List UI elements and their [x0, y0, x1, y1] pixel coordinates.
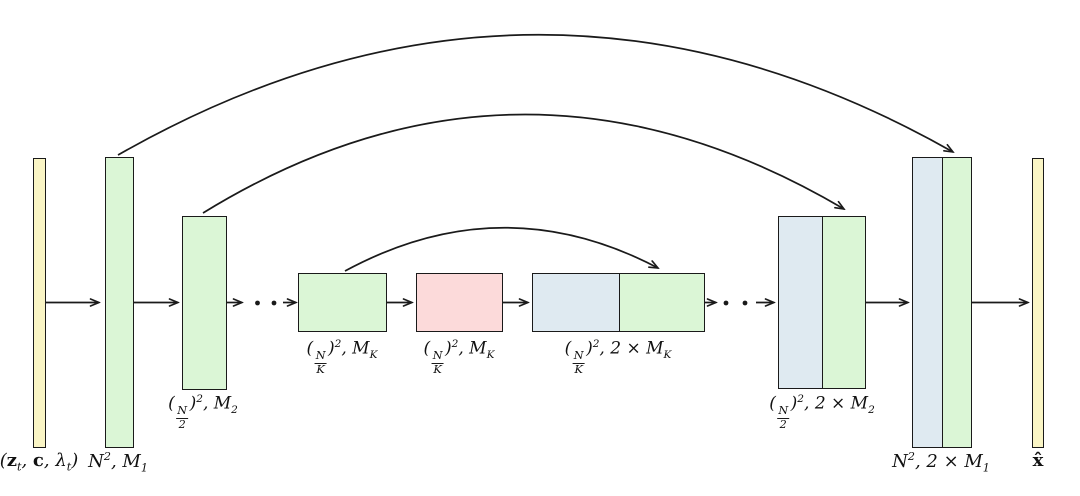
encoder-block-2 — [182, 216, 227, 390]
encoder-block-1-label: N2, M1 — [88, 450, 148, 475]
encoder-block-1 — [105, 157, 134, 448]
output-tensor-bar — [1032, 158, 1044, 448]
output-label: x̂ — [1032, 450, 1044, 471]
input-label: (zt, c, λt) — [0, 450, 79, 474]
decoder-block-1-label: N2, 2 × M1 — [892, 450, 990, 475]
skip-connection-enc1-dec1 — [117, 33, 953, 156]
decoder-block-k — [532, 273, 705, 332]
skip-connection-enc2-dec2 — [202, 113, 844, 214]
bottleneck-block — [416, 273, 503, 332]
input-tensor-bar — [33, 158, 46, 448]
decoder-block-k-feature-half — [618, 274, 704, 331]
decoder-block-1-feature-half — [942, 158, 971, 447]
decoder-block-2-feature-half — [822, 217, 865, 388]
decoder-block-2 — [778, 216, 866, 389]
decoder-block-k-skip-half — [533, 274, 619, 331]
ellipsis-right-icon — [723, 300, 748, 306]
decoder-block-2-skip-half — [779, 217, 822, 388]
encoder-block-k — [298, 273, 387, 332]
decoder-block-1-skip-half — [913, 158, 942, 447]
decoder-block-1 — [912, 157, 972, 448]
ellipsis-left-icon — [255, 300, 277, 306]
skip-connection-enc3-dec3 — [344, 226, 658, 272]
